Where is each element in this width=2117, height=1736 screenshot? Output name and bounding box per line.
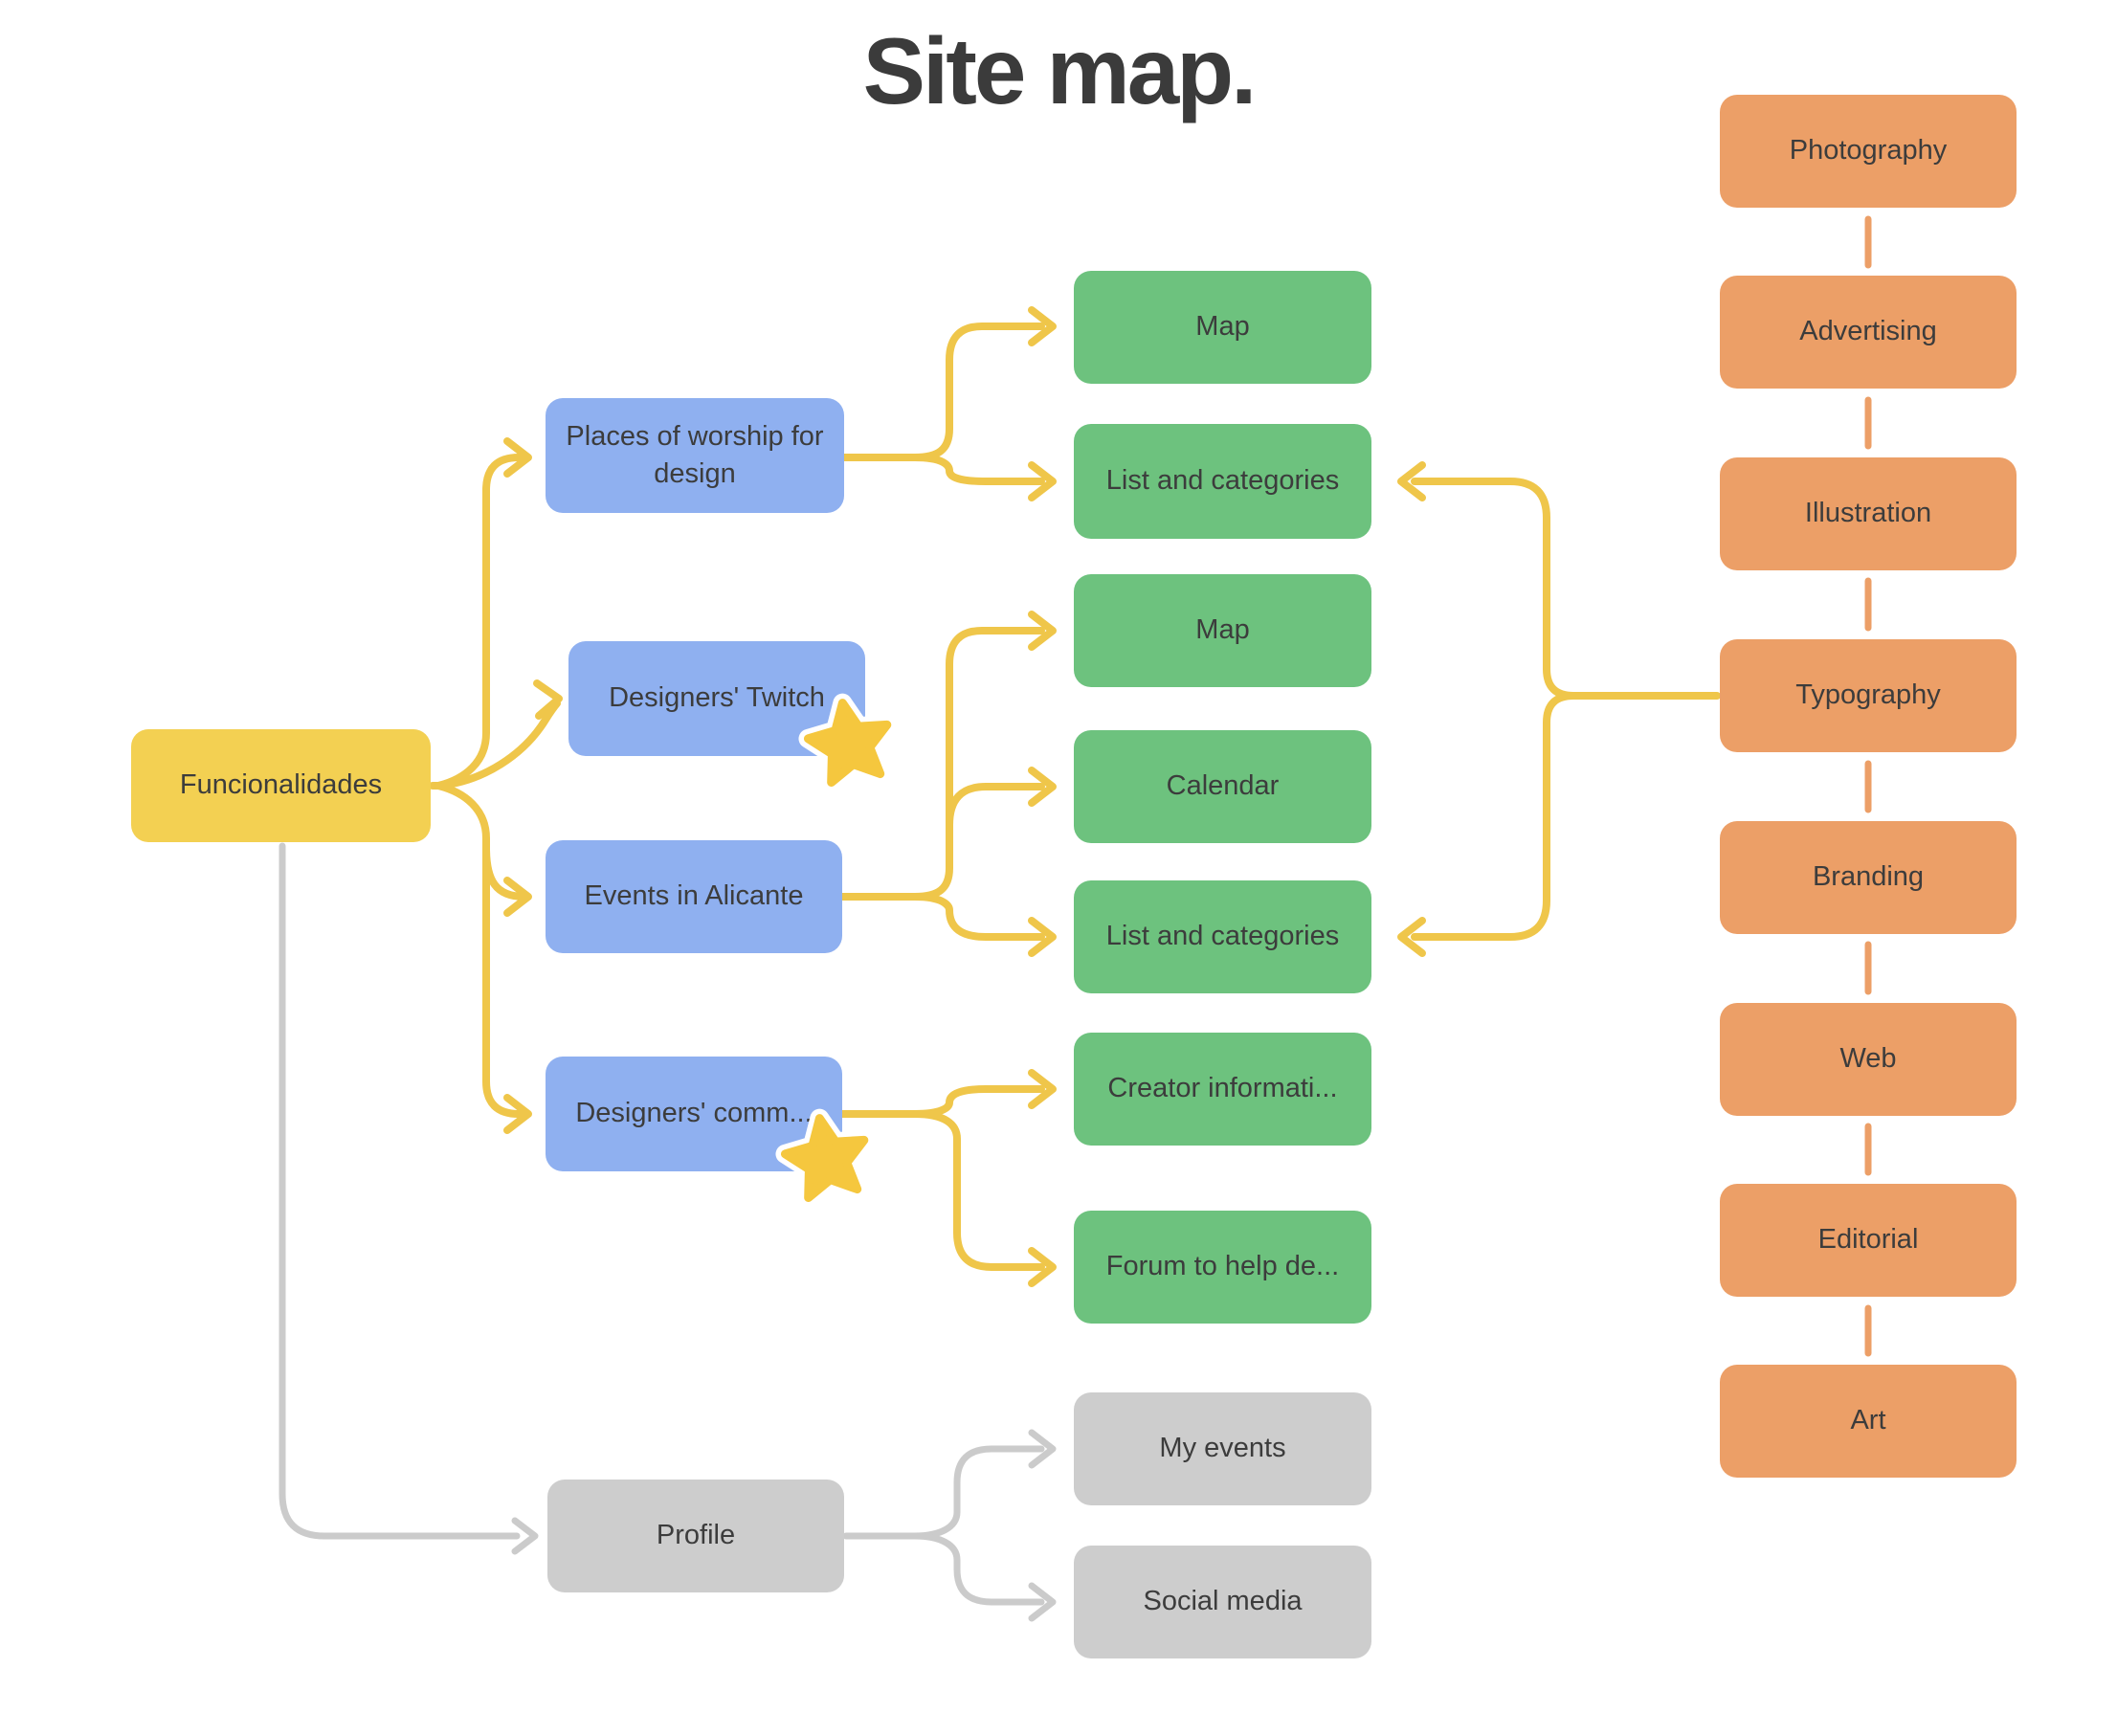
node-label: My events — [1159, 1433, 1286, 1464]
node-label: Social media — [1143, 1586, 1303, 1617]
node-designers-twitch[interactable]: Designers' Twitch — [568, 641, 897, 792]
node-branding[interactable]: Branding — [1720, 821, 2017, 934]
node-label: Advertising — [1799, 316, 1937, 347]
node-my-events[interactable]: My events — [1074, 1392, 1371, 1505]
node-list-and-categories-events[interactable]: List and categories — [1074, 880, 1371, 993]
node-label: Profile — [656, 1520, 736, 1551]
node-map-worship[interactable]: Map — [1074, 271, 1371, 384]
connector-typography-lists — [1397, 461, 1721, 957]
connector-profile-section — [279, 842, 1057, 1622]
node-label: Web — [1839, 1043, 1897, 1075]
node-label: Typography — [1795, 679, 1941, 711]
node-label: Events in Alicante — [584, 880, 804, 912]
node-label: Map — [1195, 614, 1250, 646]
node-label: List and categories — [1105, 921, 1340, 952]
node-calendar[interactable]: Calendar — [1074, 730, 1371, 843]
node-profile[interactable]: Profile — [547, 1480, 844, 1592]
node-places-of-worship[interactable]: Places of worship for design — [546, 398, 844, 513]
node-label: Creator informati... — [1107, 1073, 1338, 1104]
node-social-media[interactable]: Social media — [1074, 1546, 1371, 1658]
node-label: Art — [1850, 1405, 1886, 1436]
node-label: Branding — [1812, 861, 1925, 893]
node-typography[interactable]: Typography — [1720, 639, 2017, 752]
node-label: Photography — [1789, 135, 1948, 167]
node-illustration[interactable]: Illustration — [1720, 457, 2017, 570]
connector-community-children — [838, 1069, 1057, 1287]
node-editorial[interactable]: Editorial — [1720, 1184, 2017, 1297]
node-events-in-alicante[interactable]: Events in Alicante — [546, 840, 842, 953]
node-label: Illustration — [1804, 498, 1932, 529]
node-web[interactable]: Web — [1720, 1003, 2017, 1116]
node-label: Designers' comm... — [575, 1098, 813, 1129]
node-label: Forum to help de... — [1105, 1251, 1340, 1282]
connector-events-children — [838, 611, 1057, 957]
page-title: Site map. — [862, 18, 1258, 123]
node-designers-community[interactable]: Designers' comm... — [546, 1057, 874, 1208]
node-label: Designers' Twitch — [609, 682, 825, 714]
node-photography[interactable]: Photography — [1720, 95, 2017, 208]
node-advertising[interactable]: Advertising — [1720, 276, 2017, 389]
node-map-events[interactable]: Map — [1074, 574, 1371, 687]
node-label: Editorial — [1817, 1224, 1919, 1256]
node-label: Places of worship for design — [566, 420, 824, 489]
node-list-and-categories-worship[interactable]: List and categories — [1074, 424, 1371, 539]
node-label: Map — [1195, 311, 1250, 343]
connector-funcionalidades-branches — [429, 437, 563, 1134]
node-funcionalidades[interactable]: Funcionalidades — [131, 729, 431, 842]
node-label: List and categories — [1105, 465, 1340, 497]
connector-places-children — [838, 306, 1057, 501]
node-label: Funcionalidades — [179, 769, 383, 801]
node-label: Calendar — [1166, 770, 1280, 802]
node-forum-to-help[interactable]: Forum to help de... — [1074, 1211, 1371, 1324]
node-creator-information[interactable]: Creator informati... — [1074, 1033, 1371, 1146]
node-art[interactable]: Art — [1720, 1365, 2017, 1478]
